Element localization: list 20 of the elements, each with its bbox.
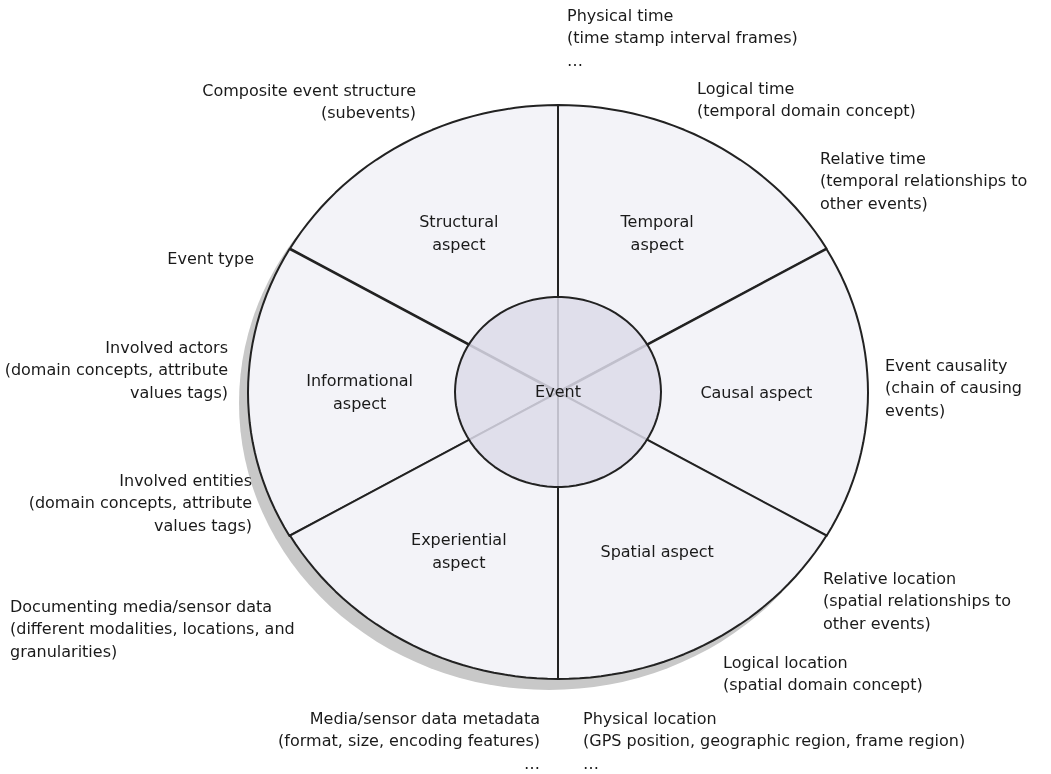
hub-label: Event (534, 381, 582, 404)
aspect-annotation: Logical time (temporal domain concept) (697, 78, 917, 123)
aspect-annotation: Media/sensor data metadata (format, size, encoding features) … (277, 708, 540, 774)
aspect-annotation: Involved actors (domain concepts, attribute values tags) (3, 337, 228, 404)
aspect-annotation: Event causality (chain of causing events) (885, 355, 1023, 422)
sector-label: Spatial aspect (599, 540, 715, 563)
sector-label: Temporal aspect (619, 210, 695, 257)
sector-label: Causal aspect (699, 381, 814, 404)
aspect-annotation: Involved entities (domain concepts, attribute values tags) (27, 470, 252, 537)
sector-label: Structural aspect (418, 210, 500, 257)
aspect-annotation: Physical location (GPS position, geographic region, frame region) … (583, 708, 967, 774)
aspect-annotation: Physical time (time stamp interval frames) … (567, 5, 799, 72)
aspect-annotation: Documenting media/sensor data (different modalities, locations, and granularities) (10, 596, 296, 663)
aspect-annotation: Relative location (spatial relationships to other events) (823, 568, 1013, 635)
aspect-annotation: Event type (166, 248, 254, 270)
sector-label: Experiential aspect (410, 529, 508, 575)
aspect-annotation: Composite event structure (subevents) (201, 80, 416, 125)
sector-label: Informational aspect (305, 370, 415, 416)
aspect-annotation: Relative time (temporal relationships to other events) (820, 148, 1029, 215)
aspect-annotation: Logical location (spatial domain concept) (723, 652, 924, 697)
